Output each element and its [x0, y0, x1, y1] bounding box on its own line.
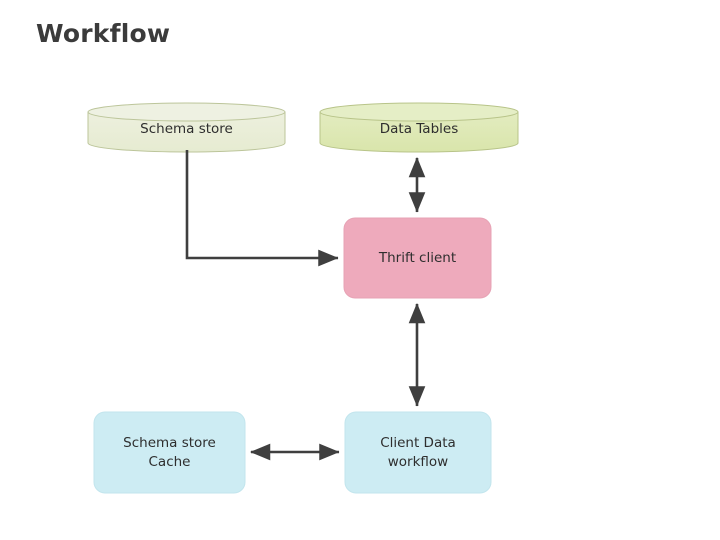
cylinder-top-ellipse — [319, 102, 519, 122]
node-schema-store-cache[interactable] — [93, 411, 246, 494]
node-thrift-client[interactable] — [343, 217, 492, 299]
connector-schema-store-to-thrift-client — [185, 150, 339, 267]
page-title: Workflow — [36, 19, 171, 48]
node-schema-store[interactable] — [87, 102, 286, 153]
cylinder-body — [87, 111, 286, 153]
cylinder-top-ellipse — [87, 102, 286, 122]
cylinder-body — [319, 111, 519, 153]
node-data-tables[interactable] — [319, 102, 519, 153]
node-client-data-workflow[interactable] — [344, 411, 492, 494]
